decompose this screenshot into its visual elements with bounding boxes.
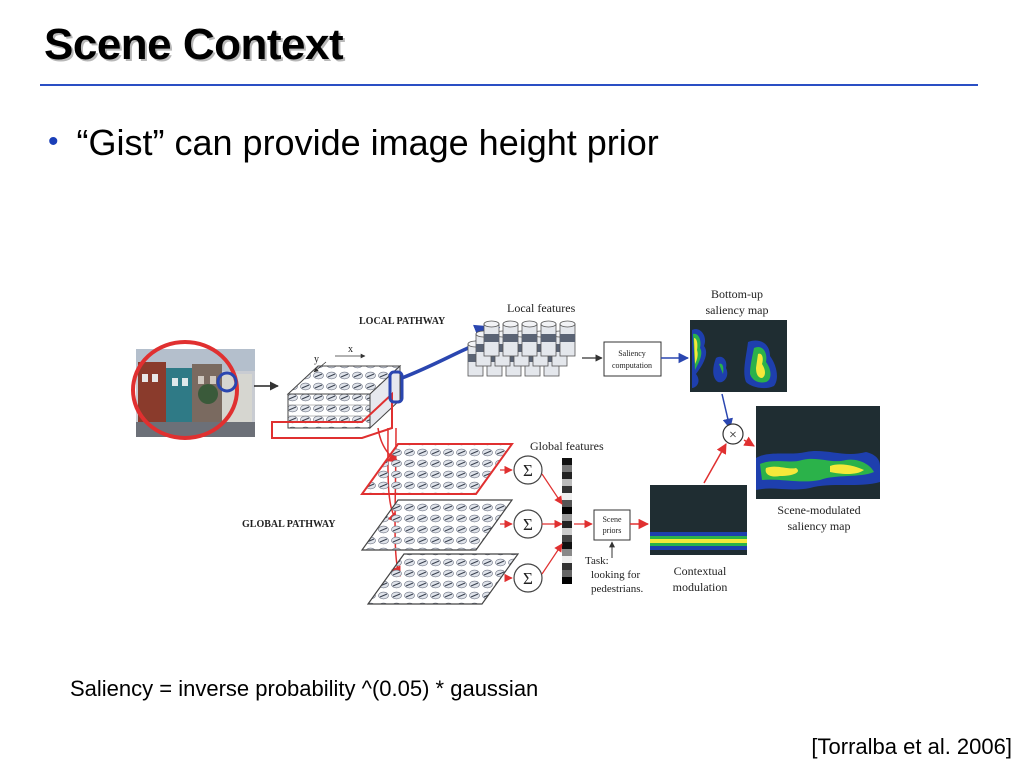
sigma1-to-vector-arrow [541, 473, 563, 505]
bullet-text: “Gist” can provide image height prior [76, 122, 659, 163]
global-layer-3 [366, 553, 520, 605]
global-footprint-highlight [271, 391, 393, 439]
sigma-symbol-2: Σ [523, 515, 533, 534]
vector-cell [562, 514, 572, 521]
local-pathway-label: LOCAL PATHWAY [359, 316, 446, 327]
task-label-2: looking for [591, 569, 641, 581]
multiply-symbol: × [729, 428, 737, 443]
scene-highlight-ellipse [131, 340, 239, 440]
global-layer-1 [360, 443, 514, 495]
axis-y-line [313, 361, 327, 373]
vector-cell [562, 556, 572, 563]
title-underline [40, 84, 978, 86]
feature-cylinder [540, 320, 557, 357]
scene-modulated-saliency-map [756, 406, 880, 499]
vector-cell [562, 479, 572, 486]
sigma-node-3 [513, 563, 543, 593]
scene-modulated-label-2: saliency map [788, 519, 851, 533]
scene-priors-label-2: priors [603, 526, 622, 535]
scene-modulated-label-1: Scene-modulated [777, 503, 860, 517]
axis-x-label: x [348, 344, 353, 355]
multiply-node [722, 423, 744, 445]
saliency-formula: Saliency = inverse probability ^(0.05) *… [70, 676, 539, 701]
vector-cell [562, 493, 572, 500]
citation: [Torralba et al. 2006] [811, 734, 1012, 759]
bullet-item: • “Gist” can provide image height prior [48, 122, 659, 164]
multiply-to-result-arrow [743, 436, 755, 447]
global-pathway-label: GLOBAL PATHWAY [242, 519, 336, 530]
saliency-computation-label-2: computation [612, 361, 652, 370]
axis-y-label: y [314, 354, 319, 365]
vector-cell [562, 472, 572, 479]
saliency-computation-box [603, 341, 662, 377]
sigma-symbol-1: Σ [523, 461, 533, 480]
vector-cell [562, 549, 572, 556]
sigma3-to-vector-arrow [541, 543, 563, 575]
vector-cell [562, 465, 572, 472]
vector-cell [562, 500, 572, 507]
bottom-up-label-2: saliency map [706, 303, 769, 317]
vector-cell [562, 535, 572, 542]
contextual-label-2: modulation [673, 580, 728, 594]
feature-cylinder [521, 320, 538, 357]
local-column-marker [388, 370, 404, 404]
feature-cylinder [559, 320, 576, 357]
saliency-computation-label-1: Saliency [618, 349, 646, 358]
contextual-to-multiply-arrow [703, 443, 727, 484]
bullet-dot-icon: • [48, 125, 59, 158]
sigma-symbol-3: Σ [523, 569, 533, 588]
vector-cell [562, 528, 572, 535]
filter-bank-cube [286, 364, 402, 430]
task-label-3: pedestrians. [591, 583, 643, 595]
scene-priors-box [593, 509, 631, 541]
vector-cell [562, 542, 572, 549]
bottom-up-label-1: Bottom-up [711, 287, 763, 301]
global-features-label: Global features [530, 439, 604, 453]
vector-cell [562, 563, 572, 570]
local-patch-marker [216, 371, 238, 393]
vector-cell [562, 507, 572, 514]
slide-title: Scene Context [44, 20, 344, 69]
local-features-label: Local features [507, 301, 576, 315]
scene-context-diagram: LOCAL PATHWAY GLOBAL PATHWAY x y Local f… [131, 287, 880, 605]
bottom-up-to-multiply-arrow [721, 393, 733, 430]
vector-cell [562, 521, 572, 528]
scene-priors-label-1: Scene [602, 515, 622, 524]
bottom-up-saliency-map [690, 320, 787, 392]
input-street-image [136, 349, 255, 437]
contextual-label-1: Contextual [674, 564, 727, 578]
global-features-vector [562, 458, 572, 584]
vector-cell [562, 570, 572, 577]
feature-cylinder [483, 320, 500, 357]
vector-cell [562, 458, 572, 465]
vector-cell [562, 486, 572, 493]
task-label-1: Task: [585, 555, 609, 567]
vector-cell [562, 577, 572, 584]
global-layer-2 [360, 499, 514, 551]
feature-cylinder [502, 320, 519, 357]
sigma-node-1 [513, 455, 543, 485]
local-features-cylinders [467, 320, 576, 377]
contextual-modulation-map [650, 485, 747, 555]
